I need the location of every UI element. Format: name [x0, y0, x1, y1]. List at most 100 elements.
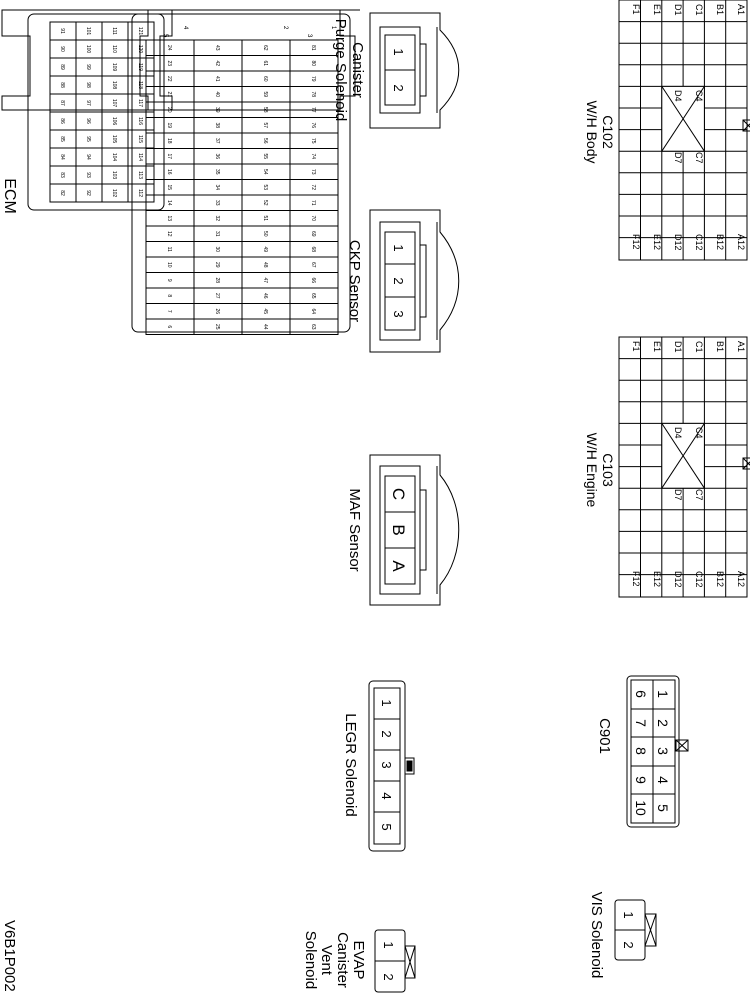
ecm-pin-108: 108	[111, 81, 117, 90]
legr-title: LEGR Solenoid	[342, 713, 359, 816]
maf-title: MAF Sensor	[346, 488, 363, 571]
c102-c4: C4	[694, 90, 704, 102]
maf-sensor-connector: C B A MAF Sensor	[346, 454, 460, 606]
ecm-pin-118: 118	[137, 81, 143, 89]
ecm-pin-74: 74	[310, 153, 316, 159]
ecm-pin-76: 76	[310, 122, 316, 128]
ecm-pin-63: 63	[310, 324, 316, 330]
c901-pin-2: 2	[655, 719, 671, 727]
ecm-pin-121: 121	[137, 27, 143, 36]
c102-subtitle: W/H Body	[584, 100, 600, 163]
ecm-pin-12: 12	[166, 231, 172, 237]
ecm-pin-50: 50	[262, 231, 268, 237]
ecm-pin-47: 47	[262, 277, 268, 283]
ecm-pin-20: 20	[166, 107, 172, 113]
ecm-pin-84: 84	[59, 154, 65, 160]
ecm-top-pin-1: 1	[330, 26, 336, 30]
evap-pin-2: 2	[381, 973, 396, 980]
ecm-pin-119: 119	[137, 63, 143, 71]
ecm-top-pin-4: 4	[182, 26, 188, 30]
ecm-pin-30: 30	[214, 246, 220, 252]
ecm-large-pin-grid: 8180797877767574737271706968676665646362…	[145, 26, 339, 335]
ecm-block-large	[131, 13, 351, 333]
ecm-pin-65: 65	[310, 293, 316, 299]
ecm-pin-43: 43	[214, 45, 220, 51]
ecm-pin-17: 17	[166, 153, 172, 159]
evap-title-line-1: EVAP	[350, 941, 367, 980]
maf-housing	[369, 454, 460, 606]
ecm-lock-tab-small	[1, 9, 173, 111]
ecm-pin-100: 100	[85, 45, 91, 54]
c103-c7: C7	[694, 489, 704, 501]
c103-b1: B1	[715, 341, 725, 352]
c103-grid	[619, 337, 747, 597]
vis-pin-1: 1	[621, 911, 636, 918]
ecm-pin-69: 69	[310, 231, 316, 237]
ecm-pin-116: 116	[137, 117, 143, 125]
c901-pin-6: 6	[633, 690, 649, 698]
ecm-pin-97: 97	[85, 100, 91, 106]
ecm-pin-78: 78	[310, 91, 316, 97]
c103-subtitle: W/H Engine	[584, 433, 600, 508]
c103-d7: D7	[673, 489, 683, 501]
ecm-pin-110: 110	[111, 45, 117, 53]
figure-code: V6B1P002	[1, 920, 18, 992]
evap-pin-1: 1	[381, 941, 396, 948]
ecm-pin-67: 67	[310, 262, 316, 268]
ecm-top-pin-3: 3	[306, 34, 312, 38]
ecm-pin-41: 41	[214, 76, 220, 82]
ecm-pin-49: 49	[262, 246, 268, 252]
c103-f12: F12	[631, 571, 641, 587]
vis-pin-2: 2	[621, 941, 636, 948]
canister-purge-pin-1: 1	[391, 48, 406, 55]
c102-b1: B1	[715, 4, 725, 15]
c103-d4: D4	[673, 427, 683, 439]
ecm-pin-45: 45	[262, 308, 268, 314]
legr-lock-icon	[404, 757, 415, 775]
ecm-pin-58: 58	[262, 107, 268, 113]
ckp-housing	[369, 209, 460, 353]
c103-d1: D1	[673, 341, 683, 353]
ecm-pin-99: 99	[85, 64, 91, 70]
ecm-pin-29: 29	[214, 262, 220, 268]
ckp-pin-1: 1	[391, 244, 406, 251]
ecm-pin-21: 21	[166, 91, 172, 97]
c901-pin-9: 9	[633, 776, 649, 784]
ecm-pin-34: 34	[214, 184, 220, 190]
c901-pin-5: 5	[655, 804, 671, 812]
c102-f1: F1	[631, 4, 641, 15]
vis-solenoid-connector: 1 2 VIS Solenoid	[588, 892, 657, 978]
ecm-pin-102: 102	[111, 189, 117, 198]
ecm-pin-112: 112	[137, 189, 143, 197]
ecm-pin-62: 62	[262, 45, 268, 51]
c901-pin-8: 8	[633, 747, 649, 755]
ecm-pin-71: 71	[310, 200, 316, 206]
evap-title-line-3: Vent	[318, 945, 335, 976]
legr-pin-1: 1	[379, 699, 394, 706]
c102-connector: A1 B1 C1 D1 E1 F1 A12 B12 C12 D12 E12 F1…	[584, 0, 750, 261]
ecm-pin-44: 44	[262, 324, 268, 330]
canister-purge-title: Canister	[349, 42, 366, 98]
ecm-pin-10: 10	[166, 262, 172, 268]
ecm-pin-37: 37	[214, 138, 220, 144]
ecm-pin-80: 80	[310, 60, 316, 66]
legr-pin-3: 3	[379, 761, 394, 768]
evap-title-line-2: Canister	[334, 932, 351, 988]
c102-d7: D7	[673, 152, 683, 164]
evap-lock-icon	[404, 945, 416, 979]
ecm-pin-72: 72	[310, 184, 316, 190]
c102-lock-icon	[742, 119, 750, 132]
ecm-pin-106: 106	[111, 117, 117, 126]
c103-a1: A1	[736, 341, 746, 352]
c103-connector: A1 B1 C1 D1 E1 F1 A12 B12 C12 D12 E12 F1…	[584, 336, 750, 598]
ecm-pin-101: 101	[85, 27, 91, 36]
ecm-pin-113: 113	[137, 171, 143, 179]
ckp-title: CKP Sensor	[346, 240, 363, 322]
ecm-pin-36: 36	[214, 153, 220, 159]
ecm-pin-93: 93	[85, 172, 91, 178]
ecm-pin-22: 22	[166, 76, 172, 82]
ecm-pin-16: 16	[166, 169, 172, 175]
c103-c1: C1	[694, 341, 704, 353]
ecm-pin-79: 79	[310, 76, 316, 82]
ecm-pin-83: 83	[59, 172, 65, 178]
